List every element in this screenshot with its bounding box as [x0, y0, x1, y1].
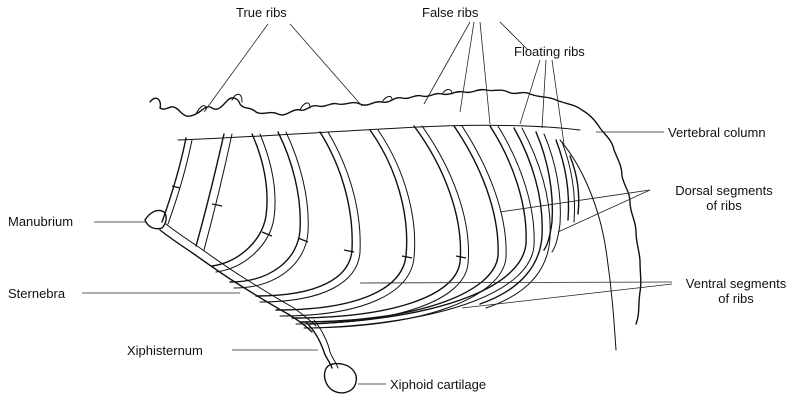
label-dorsal-segments-line-2: of ribs	[706, 198, 742, 213]
vertebral-column-outline	[149, 88, 642, 325]
rib-1	[161, 137, 187, 223]
spinous-process	[231, 93, 243, 103]
rib-2	[195, 133, 225, 247]
leader-ventral-segments-2	[461, 283, 673, 309]
leader-dorsal-segments-2	[557, 189, 651, 233]
label-floating-ribs: Floating ribs	[514, 44, 585, 59]
rib-10	[479, 127, 543, 305]
leader-dorsal-segments-1	[499, 189, 651, 213]
rib-3-inner	[215, 133, 276, 273]
rib-12	[555, 139, 570, 221]
spinous-process	[195, 105, 207, 115]
label-dorsal-segments-line-1: Dorsal segments	[675, 183, 773, 198]
label-dorsal-segments: Dorsal segments of ribs	[656, 183, 792, 213]
label-true-ribs: True ribs	[236, 5, 287, 20]
leader-false-ribs-3	[479, 21, 491, 125]
rib-joint	[171, 185, 181, 189]
rib-2-inner	[203, 133, 233, 251]
leader-false-ribs-4	[499, 21, 529, 51]
rib-6-inner	[279, 129, 416, 317]
leader-true-ribs-1	[203, 23, 269, 113]
spinous-process	[381, 95, 393, 103]
rib-10-inner	[485, 127, 551, 309]
rib-9-inner	[313, 125, 535, 329]
label-sternebra: Sternebra	[8, 286, 66, 301]
leader-false-ribs-2	[459, 21, 475, 113]
label-false-ribs: False ribs	[422, 5, 479, 20]
leader-floating-ribs-1	[519, 59, 541, 125]
leader-floating-ribs-2	[541, 59, 547, 129]
xiphoid-cartilage-shape	[323, 362, 358, 394]
xiphisternum-bone	[305, 321, 333, 369]
rib-5-inner	[259, 131, 361, 303]
rib-7	[291, 125, 462, 319]
label-manubrium: Manubrium	[8, 214, 74, 229]
rib-12-inner	[561, 141, 575, 223]
label-vertebral-column: Vertebral column	[668, 125, 766, 140]
rib-joint	[297, 237, 309, 243]
vertebral-column-inner-line	[559, 139, 617, 351]
rib-11	[535, 131, 554, 251]
vertebral-column-body-line	[177, 124, 581, 141]
label-xiphisternum: Xiphisternum	[127, 343, 203, 358]
rib-6	[275, 129, 408, 311]
rib-11-inner	[543, 133, 561, 253]
rib-13	[569, 155, 580, 215]
leader-true-ribs-2	[289, 23, 363, 107]
spinous-process	[441, 89, 453, 95]
leader-false-ribs-1	[423, 21, 471, 105]
spinous-process	[299, 102, 311, 111]
rib-7-inner	[295, 125, 470, 325]
rib-joint	[211, 203, 223, 207]
label-ventral-segments-line-2: of ribs	[718, 291, 754, 306]
leader-ventral-segments-1	[359, 281, 673, 284]
rib-9	[309, 125, 527, 325]
sternum	[159, 229, 313, 333]
rib-8-inner	[303, 125, 507, 329]
label-ventral-segments-line-1: Ventral segments	[685, 276, 787, 291]
label-xiphoid-cartilage: Xiphoid cartilage	[390, 377, 487, 392]
rib-5	[255, 131, 353, 297]
rib-4-inner	[233, 131, 309, 289]
rib-3	[211, 133, 268, 267]
rib-1-inner	[167, 139, 193, 225]
leader-floating-ribs-3	[551, 59, 565, 145]
manubrium-bone	[144, 209, 167, 230]
rib-joint	[401, 255, 413, 259]
sternum-inner	[165, 223, 317, 327]
rib-joint	[343, 249, 355, 253]
rib-joint	[455, 255, 467, 259]
rib-8	[299, 125, 499, 323]
rib-joint	[261, 231, 273, 237]
rib-4	[229, 131, 301, 283]
label-ventral-segments: Ventral segments of ribs	[674, 276, 798, 306]
